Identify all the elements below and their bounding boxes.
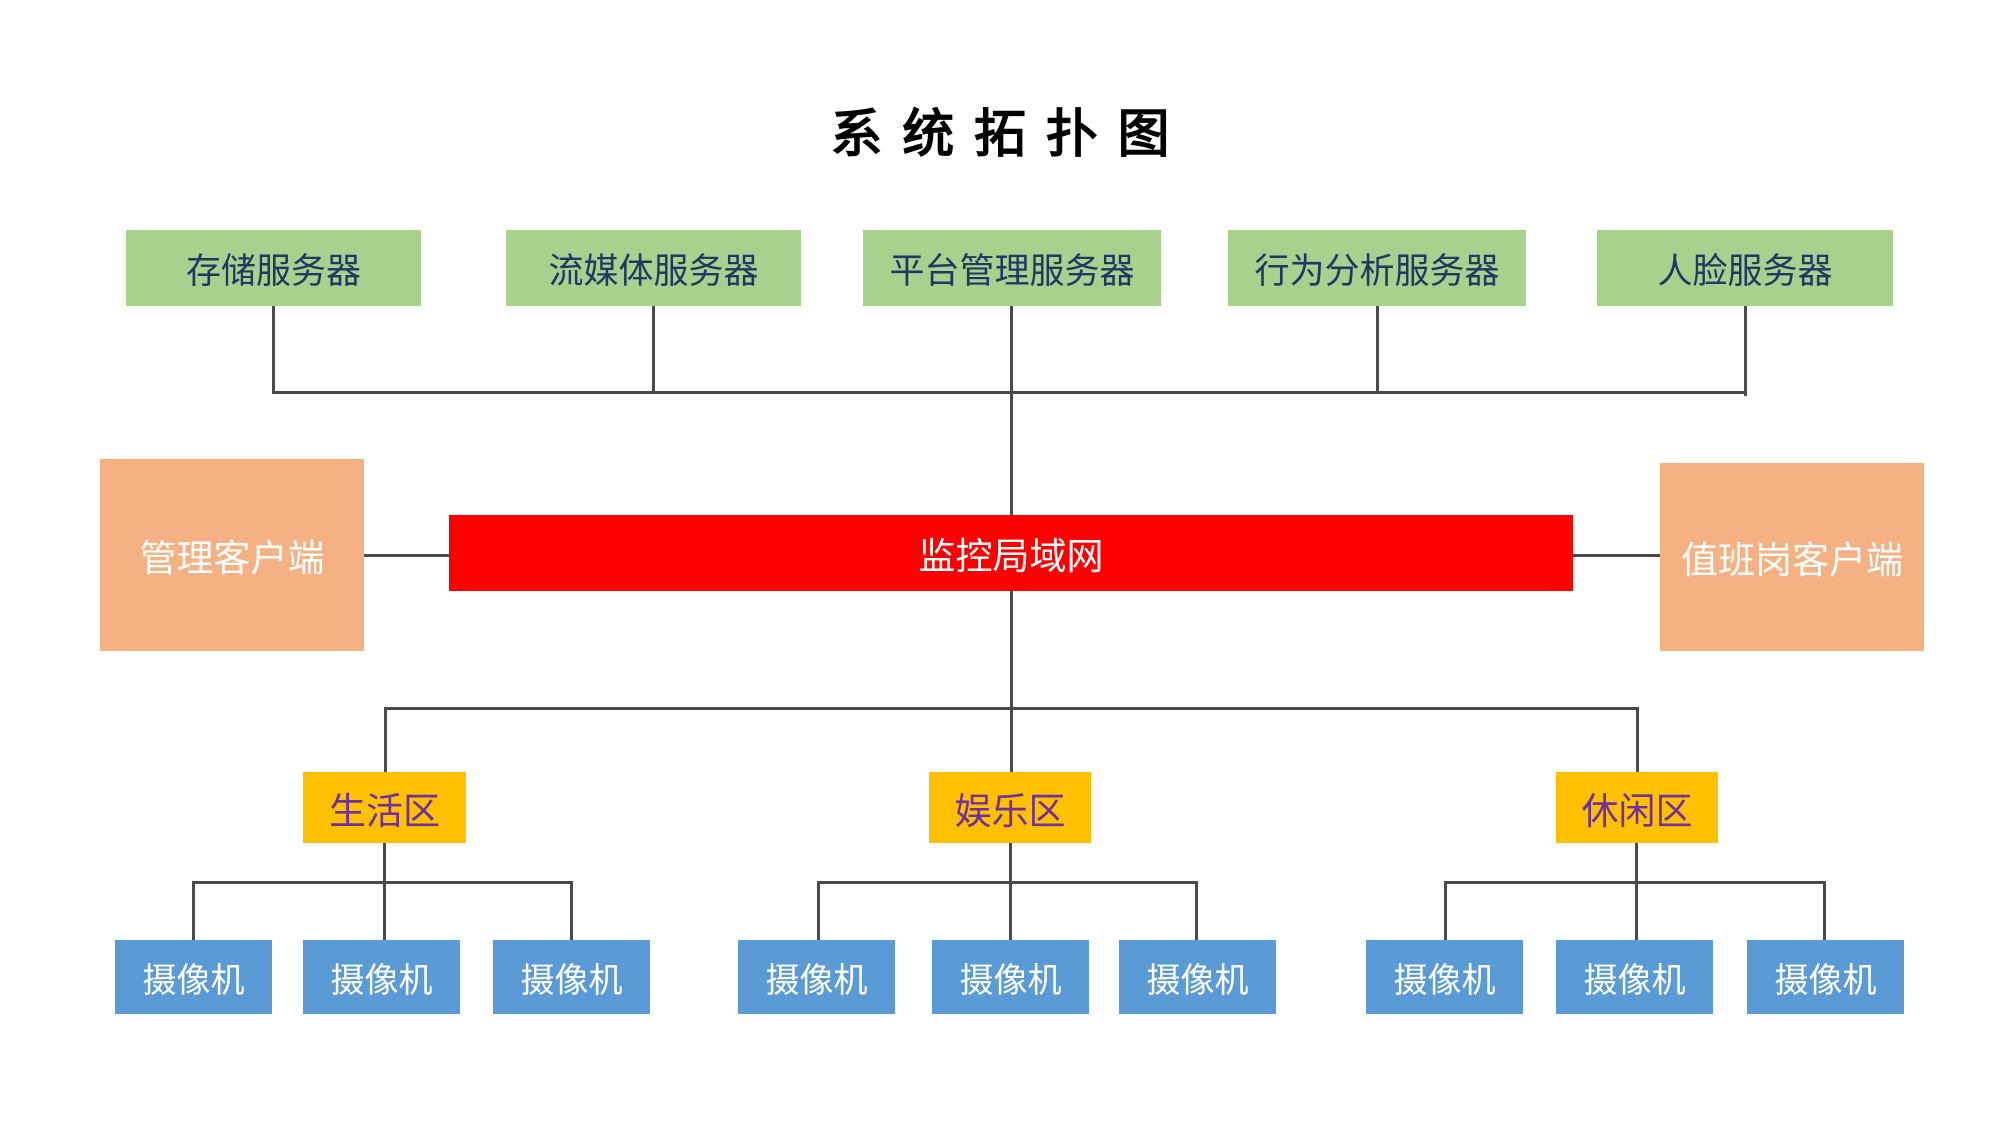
connector-line	[1636, 707, 1639, 772]
connector-line	[1823, 881, 1826, 940]
server-box-storage: 存储服务器	[126, 230, 421, 306]
connector-line	[1376, 306, 1379, 393]
connector-line	[817, 881, 820, 940]
connector-line	[570, 881, 573, 940]
connector-line	[384, 707, 387, 772]
camera-box: 摄像机	[1747, 940, 1904, 1014]
connector-line	[192, 881, 573, 884]
camera-box: 摄像机	[115, 940, 272, 1014]
zone-box-leisure-area: 休闲区	[1556, 772, 1718, 843]
connector-line	[652, 306, 655, 393]
camera-box: 摄像机	[493, 940, 650, 1014]
connector-line	[1010, 591, 1013, 709]
camera-box: 摄像机	[1366, 940, 1523, 1014]
connector-line	[272, 306, 275, 393]
camera-box: 摄像机	[1556, 940, 1713, 1014]
connector-line	[1573, 554, 1660, 557]
server-box-platform-management: 平台管理服务器	[863, 230, 1161, 306]
camera-box: 摄像机	[303, 940, 460, 1014]
client-box-duty-station: 值班岗客户端	[1660, 463, 1924, 651]
connector-line	[192, 881, 195, 940]
connector-line	[817, 881, 1198, 884]
connector-line	[1010, 707, 1013, 772]
camera-box: 摄像机	[1119, 940, 1276, 1014]
zone-box-entertainment-area: 娱乐区	[929, 772, 1091, 843]
connector-line	[272, 391, 1747, 394]
server-box-behavior-analysis: 行为分析服务器	[1228, 230, 1526, 306]
connector-line	[1444, 881, 1825, 884]
server-box-streaming: 流媒体服务器	[506, 230, 801, 306]
connector-line	[1744, 306, 1747, 396]
camera-box: 摄像机	[738, 940, 895, 1014]
connector-line	[383, 843, 386, 940]
connector-line	[364, 554, 449, 557]
camera-box: 摄像机	[932, 940, 1089, 1014]
client-box-management: 管理客户端	[100, 459, 364, 651]
network-bar-surveillance-lan: 监控局域网	[449, 515, 1573, 591]
connector-line	[1010, 306, 1013, 515]
connector-line	[1635, 843, 1638, 940]
connector-line	[1009, 843, 1012, 940]
connector-line	[1444, 881, 1447, 940]
connector-line	[1195, 881, 1198, 940]
page-title: 系统拓扑图	[830, 106, 1190, 164]
server-box-face: 人脸服务器	[1597, 230, 1893, 306]
zone-box-living-area: 生活区	[303, 772, 466, 843]
